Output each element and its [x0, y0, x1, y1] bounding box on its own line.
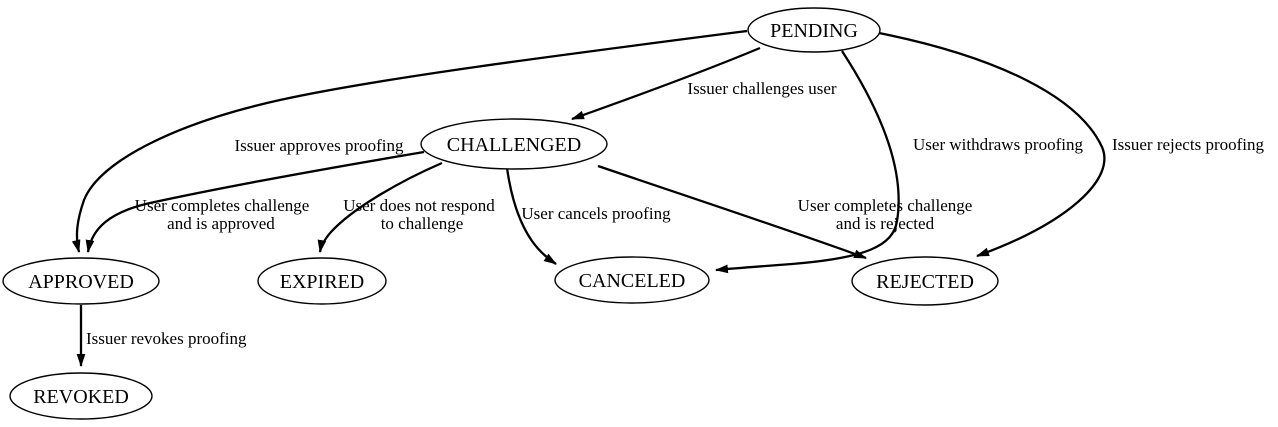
edge-label-user-cancels-proofing: User cancels proofing	[521, 204, 671, 223]
edge-path-challenged-rejected	[597, 164, 867, 260]
state-node-rejected: REJECTED	[851, 256, 999, 306]
edge-challenged-expired: User does not respond to challenge	[317, 161, 495, 253]
state-ellipse-challenged	[420, 118, 608, 170]
edge-label-issuer-rejects-proofing: Issuer rejects proofing	[1112, 135, 1265, 154]
edge-label-issuer-challenges-user: Issuer challenges user	[687, 79, 837, 98]
edge-label-user-completes-challenge-approved: User completes challenge	[135, 196, 310, 215]
state-label-pending: PENDING	[770, 20, 858, 42]
state-node-canceled: CANCELED	[554, 256, 710, 304]
edge-label-issuer-revokes-proofing: Issuer revokes proofing	[86, 329, 247, 348]
edge-label-user-withdraws-proofing: User withdraws proofing	[913, 135, 1083, 154]
edge-label-user-completes-challenge-rejected: User completes challenge	[798, 196, 973, 215]
state-ellipse-rejected	[851, 256, 999, 306]
state-label-revoked: REVOKED	[33, 386, 129, 408]
edge-label-to-challenge: to challenge	[381, 214, 464, 233]
state-ellipse-pending	[747, 7, 881, 53]
edge-challenged-rejected: User completes challenge and is rejected	[597, 164, 973, 260]
edge-label-and-is-rejected: and is rejected	[836, 214, 935, 233]
edge-path-pending-approved	[71, 29, 748, 253]
edge-label-and-is-approved: and is approved	[167, 214, 275, 233]
edge-pending-rejected: Issuer rejects proofing	[878, 31, 1265, 258]
edge-challenged-approved: User completes challenge and is approved	[85, 150, 425, 253]
state-label-challenged: CHALLENGED	[447, 134, 581, 156]
state-label-approved: APPROVED	[28, 271, 134, 293]
state-label-rejected: REJECTED	[876, 271, 974, 293]
edge-path-challenged-canceled	[505, 167, 557, 265]
state-node-approved: APPROVED	[2, 257, 160, 305]
edge-path-challenged-approved	[85, 150, 425, 253]
edge-pending-approved: Issuer approves proofing	[71, 29, 748, 253]
edge-pending-canceled: User withdraws proofing	[715, 50, 1083, 274]
edge-approved-revoked: Issuer revokes proofing	[76, 305, 247, 367]
state-ellipse-canceled	[554, 256, 710, 304]
edge-path-pending-rejected	[878, 31, 1106, 258]
state-ellipse-approved	[2, 257, 160, 305]
state-ellipse-revoked	[9, 372, 153, 420]
state-node-revoked: REVOKED	[9, 372, 153, 420]
state-label-expired: EXPIRED	[280, 271, 364, 293]
edge-challenged-canceled: User cancels proofing	[505, 167, 671, 265]
state-node-pending: PENDING	[747, 7, 881, 53]
state-ellipse-expired	[257, 257, 387, 305]
edge-path-pending-challenged	[571, 46, 761, 121]
state-label-canceled: CANCELED	[579, 270, 686, 292]
edge-label-user-does-not-respond: User does not respond	[343, 196, 495, 215]
edge-path-pending-canceled	[715, 50, 900, 274]
edge-path-challenged-expired	[317, 161, 443, 253]
state-node-challenged: CHALLENGED	[420, 118, 608, 170]
edge-pending-challenged: Issuer challenges user	[571, 46, 837, 121]
state-node-expired: EXPIRED	[257, 257, 387, 305]
edge-label-issuer-approves-proofing: Issuer approves proofing	[234, 136, 404, 155]
